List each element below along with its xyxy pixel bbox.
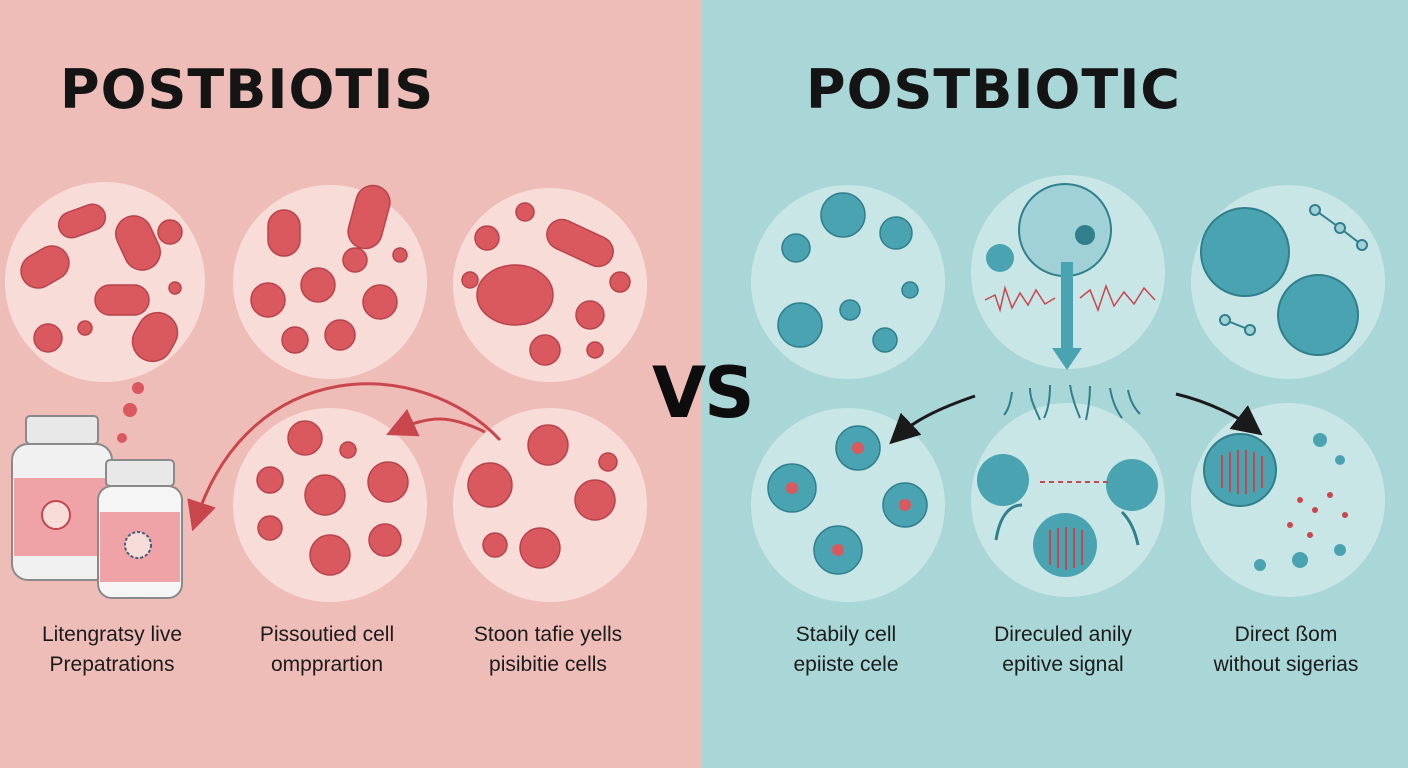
- cell-circle-6: [751, 185, 945, 379]
- caption-line: Stoon tafie yells: [473, 623, 623, 646]
- right-title: POSTBIOTIC: [806, 58, 1181, 121]
- molecule-icon: [1219, 204, 1368, 336]
- caption-line: Direculed anily: [994, 623, 1132, 646]
- right-panel: [702, 0, 1408, 768]
- cell-circle-9: [751, 408, 945, 602]
- caption-line: pisibitie cells: [489, 653, 607, 676]
- cell-circle-4: [233, 408, 427, 602]
- bacteria-circle-2: [233, 184, 427, 379]
- caption-line: epitive signal: [1002, 653, 1124, 676]
- caption-line: Prepatrations: [49, 653, 175, 676]
- right-caption-3: Direct ßom without sigerias: [1156, 620, 1408, 680]
- vs-label: VS: [652, 352, 755, 434]
- right-caption-1: Stabily cell epiiste cele: [716, 620, 976, 680]
- signal-circle-7: [971, 175, 1165, 370]
- left-caption-2: Pissoutied cell ompprartion: [197, 620, 457, 680]
- caption-line: Stabily cell: [795, 623, 897, 646]
- bacteria-icon: [20, 203, 183, 363]
- cell-circle-11: [1191, 403, 1385, 597]
- caption-line: Litengratsy live: [41, 623, 183, 646]
- double-arrow-icon: [117, 382, 502, 532]
- caption-line: epiiste cele: [793, 653, 899, 676]
- cell-circle-5: [453, 408, 647, 602]
- left-title: POSTBIOTIS: [60, 58, 435, 121]
- molecule-circle-8: [1191, 185, 1385, 379]
- signal-circle-10: [971, 403, 1165, 597]
- caption-line: Pissoutied cell: [259, 623, 395, 646]
- bacteria-circle-3: [453, 188, 647, 382]
- left-caption-1: Litengratsy live Prepatrations: [0, 620, 242, 680]
- right-caption-2: Direculed anily epitive signal: [933, 620, 1193, 680]
- caption-line: Direct ßom: [1234, 623, 1338, 646]
- caption-line: ompprartion: [270, 653, 384, 676]
- caption-line: without sigerias: [1213, 653, 1359, 676]
- left-caption-3: Stoon tafie yells pisibitie cells: [418, 620, 678, 680]
- supplement-bottle-icon: [11, 415, 183, 599]
- signal-wave-icon: [984, 283, 1156, 313]
- bacteria-circle-1: [5, 182, 205, 382]
